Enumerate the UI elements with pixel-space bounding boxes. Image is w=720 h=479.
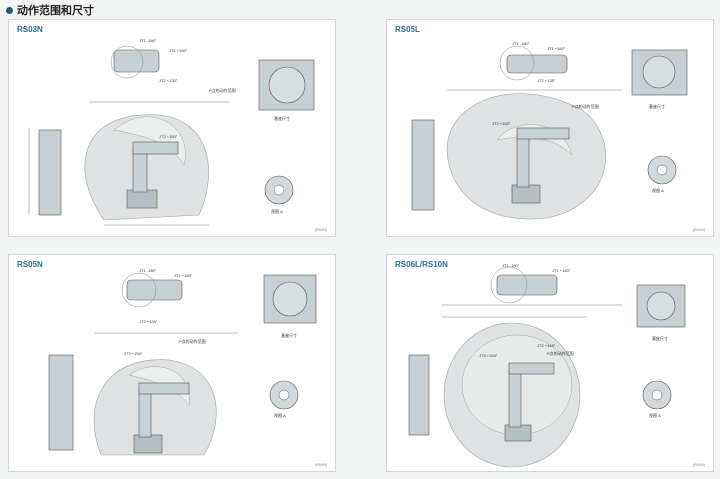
drawing-rs03n: JT1 -180° JT1 +180° JT2 +130° JT3 +150° … [28, 38, 315, 226]
panel-rs05n: RS05N JT1 -180° JT1 +180° JT2 +135° JT3 … [8, 254, 336, 472]
joint-label: JT3 +150° [492, 121, 511, 126]
panel-model-title: RS03N [17, 25, 43, 34]
page-title: 动作范围和尺寸 [17, 5, 94, 17]
range-annotation: P点的动作范围 [547, 350, 574, 356]
joint-label: JT2 +145° [537, 343, 556, 348]
panel-model-title: RS06L/RS10N [395, 260, 448, 269]
joint-label: JT1 +180° [169, 48, 188, 53]
joint-label: JT1 -180° [512, 41, 530, 46]
joint-label: JT1 +180° [174, 273, 193, 278]
joint-label: JT3 +150° [124, 351, 143, 356]
joint-label: JT1 +180° [552, 268, 571, 273]
joint-label: JT2 +130° [159, 78, 178, 83]
page-header: 动作范围和尺寸 [6, 2, 94, 18]
range-annotation: P点的动作范围 [572, 103, 599, 109]
panel-model-title: RS05N [17, 260, 43, 269]
joint-label: JT1 -180° [139, 268, 157, 273]
joint-label: JT3 +150° [479, 353, 498, 358]
mounting-label: 基座尺寸 [274, 115, 290, 121]
drawing-rs05n: JT1 -180° JT1 +180° JT2 +135° JT3 +150° … [48, 268, 317, 456]
drawing-rs05l: JT1 -180° JT1 +180° JT2 +135° JT3 +150° … [411, 41, 688, 220]
joint-label: JT1 -180° [139, 38, 157, 43]
view-label: 视图 A [649, 412, 661, 418]
joint-label: JT2 +135° [139, 319, 158, 324]
panel-rs06l-rs10n: RS06L/RS10N JT1 -180° JT1 +180° JT2 +145… [386, 254, 714, 472]
panel-rs03n: RS03N JT1 -180° JT1 +180° JT2 +130° JT3 … [8, 19, 336, 237]
joint-label: JT1 +180° [547, 46, 566, 51]
joint-label: JT3 +150° [159, 134, 178, 139]
view-label: 视图 A [274, 412, 286, 418]
panel-model-title: RS05L [395, 25, 420, 34]
drawing-code: (RWN) [692, 462, 705, 467]
range-annotation: P点的动作范围 [209, 87, 236, 93]
drawing-rs06l-rs10n: JT1 -180° JT1 +180° JT2 +145° JT3 +150° … [408, 263, 686, 468]
bullet-icon [6, 6, 13, 14]
mounting-label: 基座尺寸 [281, 332, 297, 338]
drawing-code: (RWN) [314, 227, 327, 232]
range-annotation: P点的动作范围 [179, 338, 206, 344]
view-label: 视图 A [271, 208, 283, 214]
drawing-code: (RWN) [314, 462, 327, 467]
joint-label: JT1 -180° [502, 263, 520, 268]
mounting-label: 基座尺寸 [652, 335, 668, 341]
joint-label: JT2 +135° [537, 78, 556, 83]
view-label: 视图 A [652, 187, 664, 193]
panel-rs05l: RS05L JT1 -180° JT1 +180° JT2 +135° JT3 … [386, 19, 714, 237]
mounting-label: 基座尺寸 [649, 103, 665, 109]
drawing-code: (RWN) [692, 227, 705, 232]
